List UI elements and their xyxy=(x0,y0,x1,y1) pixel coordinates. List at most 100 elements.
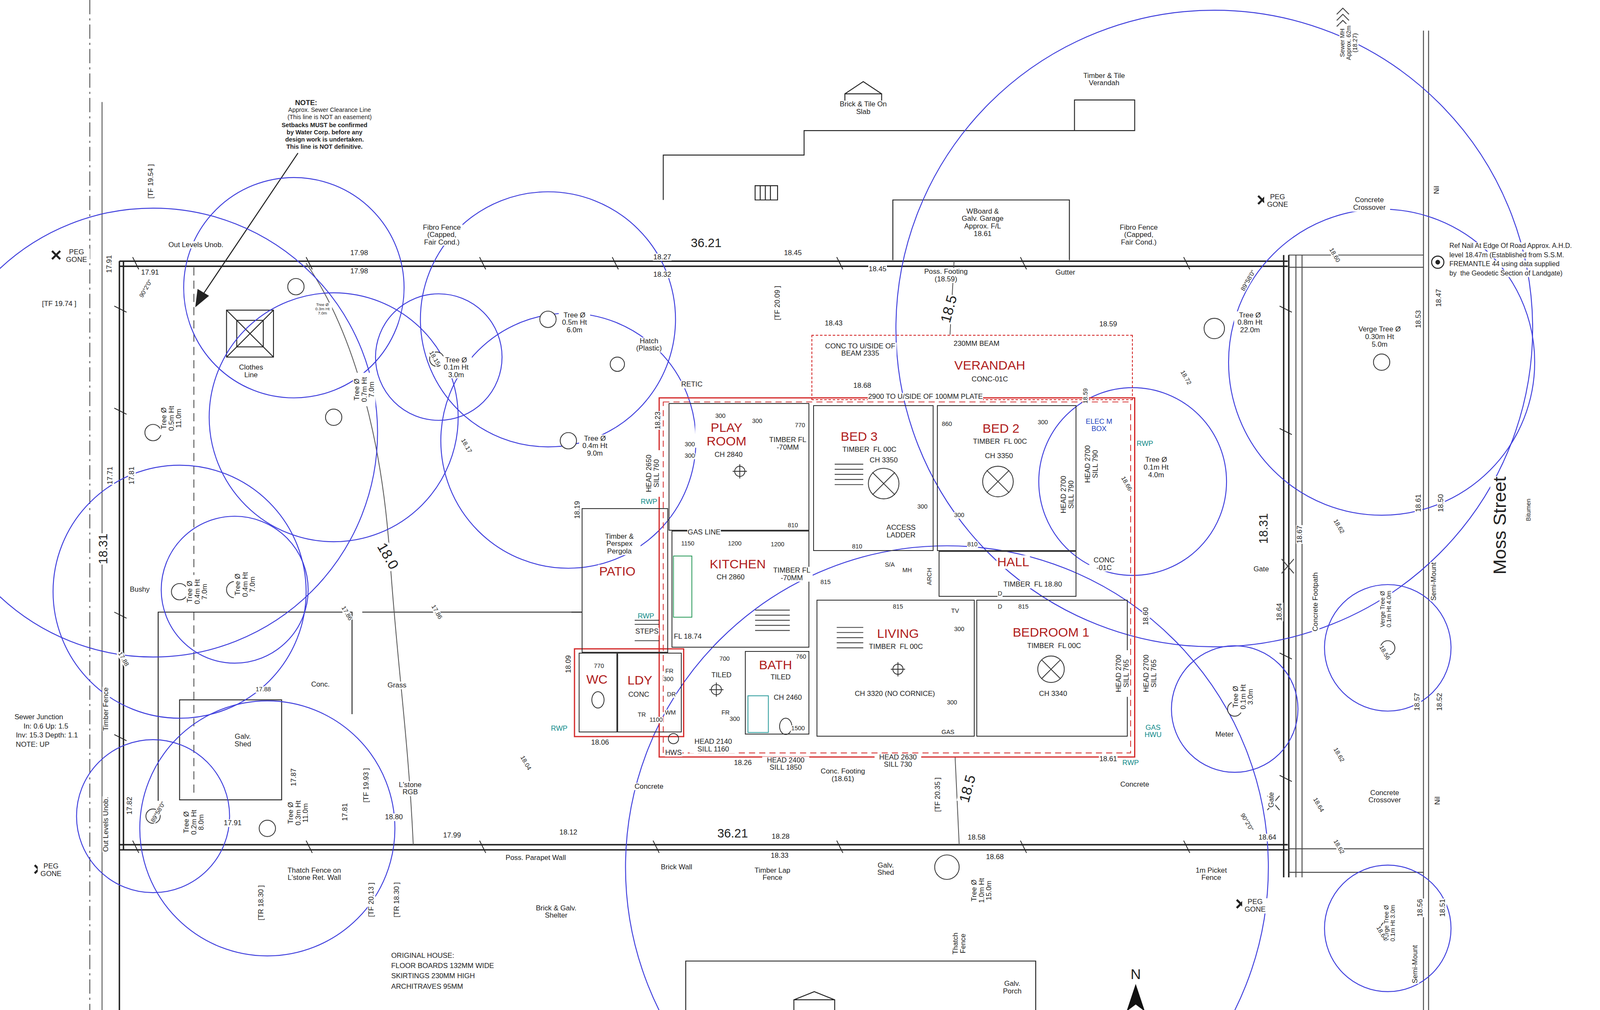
plan-label: 18.64 xyxy=(1257,833,1277,842)
street-lines xyxy=(1267,559,1294,811)
plan-label: GAS LINE xyxy=(687,529,721,537)
contour-line xyxy=(306,263,414,845)
plan-label: HWS xyxy=(664,749,683,757)
plan-label: 18.66 xyxy=(1119,475,1134,493)
plan-label: by Water Corp. before any xyxy=(286,129,363,136)
plan-label: 17.82 xyxy=(125,796,134,816)
plan-label: ORIGINAL HOUSE: xyxy=(390,952,455,960)
plan-label: 18.26 xyxy=(733,759,753,768)
fixtures xyxy=(634,620,660,641)
plan-label: [TF 20.09 ] xyxy=(773,285,782,321)
plan-label: Timber Fence xyxy=(102,686,110,732)
plan-label: Tree Ø 0.1m Ht 4.0m xyxy=(1140,456,1172,479)
plan-label: NOTE: xyxy=(294,99,318,107)
plan-label: 18.31 xyxy=(1257,512,1270,545)
plan-label: 18.27 xyxy=(652,253,672,262)
plan-label: TIMBER FL 18.80 xyxy=(1003,580,1063,589)
room-box: HALL xyxy=(938,551,1077,597)
tree-symbol xyxy=(560,432,577,450)
clothes-line-symbol xyxy=(226,310,274,358)
plan-label: 770 xyxy=(794,422,806,429)
plan-label: FLOOR BOARDS 132MM WIDE xyxy=(390,962,495,971)
plan-label: [TR 18.30 ] xyxy=(393,881,401,918)
plan-label: PEG GONE xyxy=(63,248,90,264)
plan-label: Semi-Mount xyxy=(1411,944,1420,984)
tree-symbol xyxy=(287,278,305,296)
room-note: CH 2860 xyxy=(715,573,746,582)
plan-label: 18.62 xyxy=(1332,838,1346,856)
plan-label: WM xyxy=(664,710,677,717)
plan-label: WBoard & Galv. Garage Approx. F/L 18.61 xyxy=(957,207,1008,238)
plan-label: HEAD 2700 SILL 765 xyxy=(1114,649,1130,697)
room-note: TIMBER FL 00C xyxy=(972,437,1028,446)
plan-label: 36.21 xyxy=(716,827,749,840)
plan-label: 300 xyxy=(946,699,958,707)
tree-symbol xyxy=(144,424,162,441)
room-note: CONC xyxy=(627,691,650,699)
plan-label: 18.31 xyxy=(96,533,110,565)
plan-label: 18.56 xyxy=(1377,644,1392,662)
plan-label: 18.28 xyxy=(771,833,790,841)
plan-label: 17.88 xyxy=(116,650,131,668)
plan-label: Tree Ø 0.4m Ht 7.0m xyxy=(233,568,257,602)
plan-label: Galv. Shed xyxy=(872,861,899,877)
plan-label: Brick & Tile On Slab xyxy=(837,100,890,116)
plan-label: 810 xyxy=(851,543,863,551)
plan-label: 89°58'0" xyxy=(149,800,168,825)
room-note: CH 3350 xyxy=(983,452,1014,460)
tree-canopy xyxy=(625,546,1269,1010)
plan-label: Tree Ø 0.3m Ht 11.0m xyxy=(286,795,310,831)
plan-label: 18.43 xyxy=(824,319,843,328)
plan-label: Tree Ø 0.7m Ht 7.0m xyxy=(353,373,376,407)
plan-label: Bitumen xyxy=(1525,498,1532,522)
plan-label: [TF 19.54 ] xyxy=(147,164,155,200)
sewer-note-arrow xyxy=(195,153,299,307)
plan-label: 18.09 xyxy=(564,655,573,674)
plan-label: Inv: 15.3 Depth: 1.1 xyxy=(15,732,79,740)
plan-label: 18.50 xyxy=(1437,493,1445,513)
plan-label: Thatch Fence xyxy=(951,928,967,960)
neighbour-buildings xyxy=(179,699,282,800)
plan-label: TIMBER FL -70MM xyxy=(771,566,813,582)
fence-ticks xyxy=(114,257,1293,854)
plan-label: Out Levels Unob. xyxy=(102,796,110,853)
plan-label: 17.88 xyxy=(255,686,272,694)
ref-nail-symbol xyxy=(1431,256,1444,269)
plan-label: 18.60 xyxy=(1142,607,1150,626)
plan-label: Clothes Line xyxy=(235,363,267,379)
fixtures xyxy=(673,556,692,618)
plan-label: FR xyxy=(664,668,674,675)
plan-label: PEG GONE xyxy=(1241,898,1269,914)
plan-label: L'stone RGB xyxy=(394,781,427,797)
tree-symbol xyxy=(610,356,625,372)
plan-label: TILED xyxy=(710,671,733,680)
room-box: LIVINGTIMBER FL 00CCH 3320 (NO CORNICE) xyxy=(816,599,975,737)
house-outline xyxy=(663,401,1131,753)
plan-label: 36.21 xyxy=(690,236,722,250)
plan-label: Poss. Footing (18.59) xyxy=(917,267,975,283)
plan-label: 810 xyxy=(967,541,979,549)
neighbour-buildings xyxy=(571,611,582,613)
plan-label: [TR 18.30 ] xyxy=(257,885,265,922)
plan-label: 18.60 xyxy=(1327,246,1342,264)
fixtures xyxy=(982,466,1014,497)
plan-label: RWP xyxy=(1136,440,1154,448)
street-lines xyxy=(1267,8,1429,1010)
plan-label: 18.04 xyxy=(518,754,533,772)
clothes-line-symbol xyxy=(226,310,274,358)
plan-label: D xyxy=(997,604,1003,611)
tree-canopy xyxy=(0,10,1535,1010)
plan-label: Poss. Parapet Wall xyxy=(505,854,567,862)
plan-label: Conc. xyxy=(310,680,331,689)
plan-label: 700 xyxy=(719,655,731,663)
plan-label: 17.98 xyxy=(349,267,369,276)
boundary xyxy=(119,261,1288,267)
plan-label: 18.59 xyxy=(1082,387,1089,405)
plan-label: This line is NOT definitive. xyxy=(285,143,363,151)
plan-label: Ref Nail At Edge Of Road Approx. A.H.D. xyxy=(1449,242,1573,250)
plan-label: Concrete xyxy=(634,783,664,791)
tree-canopy xyxy=(161,516,309,664)
room-name: LIVING xyxy=(876,627,920,641)
sewer-note-arrow xyxy=(202,153,299,296)
